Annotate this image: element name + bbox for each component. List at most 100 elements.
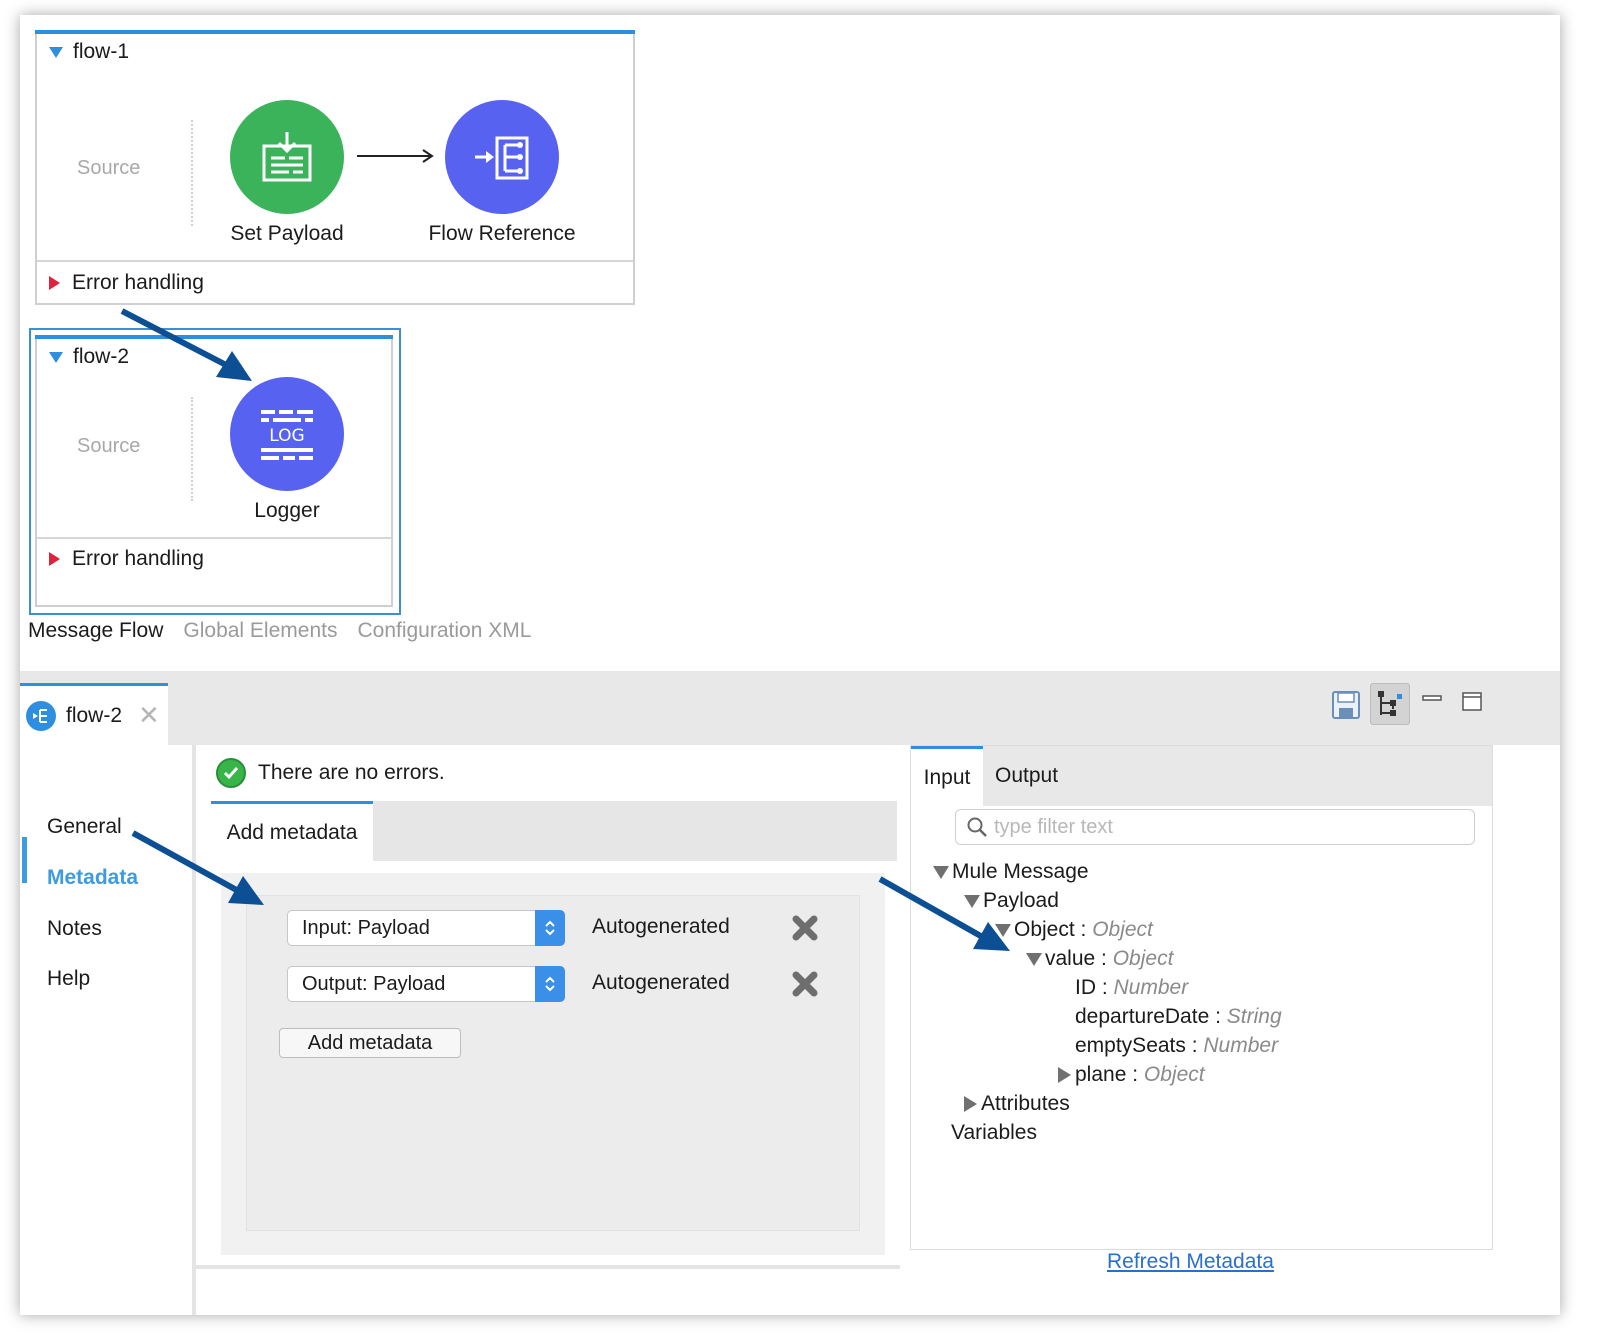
io-tab-bar: Input Output — [911, 746, 1492, 806]
metadata-tab-bar: Add metadata — [211, 801, 897, 861]
status-row: There are no errors. — [216, 758, 445, 788]
tab-input[interactable]: Input — [911, 746, 983, 806]
tree-type: Number — [1113, 976, 1189, 999]
chevron-updown-icon[interactable] — [535, 966, 565, 1002]
flow-2-container[interactable]: flow-2 Source LOG Logger Error handling — [35, 335, 393, 607]
logger-icon-text: LOG — [269, 426, 304, 446]
flow-2-header[interactable]: flow-2 — [49, 345, 129, 369]
tree-type: String — [1226, 1005, 1282, 1028]
flow-1-header[interactable]: flow-1 — [49, 40, 129, 64]
metadata-body: Input: Payload Autogenerated Output: Pay… — [221, 873, 885, 1255]
tree-label: Object : — [1014, 918, 1093, 941]
tree-label: Payload — [983, 889, 1059, 912]
expand-arrow-icon[interactable] — [49, 551, 60, 566]
connector-arrow — [357, 149, 434, 163]
filter-box[interactable] — [955, 809, 1475, 845]
tree-object[interactable]: Object : Object — [995, 918, 1153, 942]
metadata-tree-button[interactable] — [1370, 683, 1410, 725]
logger-node[interactable]: LOG — [230, 377, 344, 491]
tree-expanded-icon[interactable] — [1026, 952, 1042, 966]
flow-reference-label: Flow Reference — [428, 222, 576, 245]
editor-tab-title: flow-2 — [66, 703, 123, 727]
chevron-updown-icon[interactable] — [535, 910, 565, 946]
maximize-button[interactable] — [1460, 689, 1484, 713]
tab-add-metadata[interactable]: Add metadata — [211, 801, 373, 861]
flow-1-error-handling[interactable]: Error handling — [37, 260, 633, 303]
tree-label: departureDate : — [1075, 1005, 1227, 1028]
tree-type: Object — [1092, 918, 1153, 941]
source-divider — [191, 397, 193, 501]
tree-type: Object — [1143, 1063, 1205, 1086]
tree-icon — [1378, 691, 1402, 716]
tree-label: Mule Message — [952, 860, 1089, 883]
error-handling-label: Error handling — [72, 546, 204, 570]
studio-window: flow-1 Source Set Payload — [20, 15, 1560, 1315]
save-button[interactable] — [1330, 689, 1362, 721]
tree-empty-seats[interactable]: emptySeats : Number — [1075, 1034, 1278, 1058]
delete-icon[interactable] — [790, 969, 820, 999]
refresh-metadata-link[interactable]: Refresh Metadata — [1107, 1250, 1274, 1273]
source-divider — [191, 120, 193, 226]
nav-metadata[interactable]: Metadata — [47, 866, 139, 889]
flow-1-source-label[interactable]: Source — [77, 157, 141, 179]
tree-expanded-icon[interactable] — [995, 923, 1011, 937]
tree-label: Attributes — [981, 1092, 1070, 1115]
expand-arrow-icon[interactable] — [49, 275, 60, 290]
flow-2-title: flow-2 — [73, 345, 130, 368]
collapse-arrow-icon[interactable] — [49, 351, 63, 363]
select-value: Input: Payload — [302, 916, 430, 939]
tree-mule-message[interactable]: Mule Message — [933, 860, 1089, 884]
set-payload-node[interactable] — [230, 100, 344, 214]
nav-help[interactable]: Help — [47, 967, 91, 990]
filter-input[interactable] — [994, 815, 1454, 839]
tree-type: Number — [1203, 1034, 1279, 1057]
tab-output[interactable]: Output — [995, 764, 1059, 787]
flow-1-container[interactable]: flow-1 Source Set Payload — [35, 30, 635, 305]
logger-label: Logger — [254, 499, 320, 522]
logger-icon: LOG — [261, 410, 313, 460]
save-icon — [1332, 691, 1360, 719]
minimize-button[interactable] — [1420, 689, 1444, 713]
autogenerated-label: Autogenerated — [592, 971, 730, 994]
editor-tab-flow-2[interactable]: flow-2 ✕ — [20, 683, 168, 745]
properties-nav: General Metadata Notes Help — [20, 745, 192, 1315]
tree-expanded-icon[interactable] — [964, 894, 980, 908]
close-icon[interactable]: ✕ — [138, 700, 160, 730]
tree-departure-date[interactable]: departureDate : String — [1075, 1005, 1282, 1029]
set-payload-label: Set Payload — [230, 222, 344, 245]
delete-icon[interactable] — [790, 913, 820, 943]
input-payload-select[interactable]: Input: Payload — [287, 910, 565, 946]
tab-message-flow[interactable]: Message Flow — [28, 619, 164, 642]
tree-collapsed-icon[interactable] — [1058, 1067, 1071, 1083]
tree-id[interactable]: ID : Number — [1075, 976, 1188, 1000]
status-message: There are no errors. — [258, 761, 445, 784]
tree-label: ID : — [1075, 976, 1114, 999]
flow-reference-icon — [475, 136, 529, 180]
tree-collapsed-icon[interactable] — [964, 1096, 977, 1112]
flow-icon — [26, 700, 56, 731]
tab-global-elements[interactable]: Global Elements — [183, 619, 338, 642]
search-icon — [967, 817, 987, 837]
error-handling-label: Error handling — [72, 270, 204, 294]
metadata-panel: There are no errors. Add metadata Input:… — [196, 745, 900, 1315]
input-output-panel: Input Output Mule Message Payload Object… — [910, 745, 1493, 1250]
output-payload-select[interactable]: Output: Payload — [287, 966, 565, 1002]
tree-expanded-icon[interactable] — [933, 865, 949, 879]
tree-payload[interactable]: Payload — [964, 889, 1059, 913]
tree-type: Object — [1112, 947, 1174, 970]
tree-variables[interactable]: Variables — [951, 1121, 1037, 1145]
tree-plane[interactable]: plane : Object — [1058, 1063, 1205, 1087]
tree-label: emptySeats : — [1075, 1034, 1204, 1057]
nav-divider — [192, 745, 196, 1315]
tab-configuration-xml[interactable]: Configuration XML — [357, 619, 532, 642]
tree-value[interactable]: value : Object — [1026, 947, 1173, 971]
nav-notes[interactable]: Notes — [47, 917, 102, 940]
flow-2-source-label[interactable]: Source — [77, 435, 141, 457]
canvas-tabs: Message Flow Global Elements Configurati… — [28, 619, 531, 643]
flow-2-error-handling[interactable]: Error handling — [37, 537, 391, 578]
nav-general[interactable]: General — [47, 815, 122, 838]
tree-attributes[interactable]: Attributes — [964, 1092, 1070, 1116]
flow-reference-node[interactable] — [445, 100, 559, 214]
add-metadata-button[interactable]: Add metadata — [279, 1028, 461, 1058]
collapse-arrow-icon[interactable] — [49, 46, 63, 58]
